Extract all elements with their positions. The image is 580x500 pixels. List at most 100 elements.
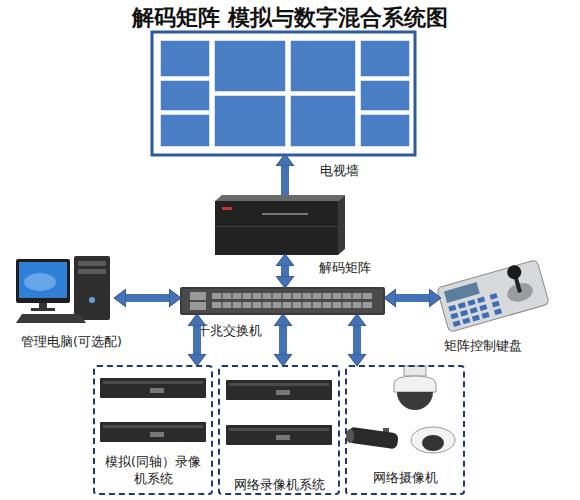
control-keyboard: 矩阵控制键盘	[440, 262, 545, 330]
video-wall-art-shape-shape	[160, 114, 210, 147]
nvr-art-shape	[276, 435, 290, 440]
pc-art-shape	[19, 262, 67, 298]
analog-recorder-art-shape	[103, 381, 203, 384]
video-wall-art-shape-shape	[290, 40, 356, 92]
camera-art	[346, 366, 455, 453]
nvr-art	[226, 380, 332, 445]
analog-recorder-art-shape	[103, 425, 203, 428]
video-wall-art-shape-shape	[160, 80, 210, 111]
management-pc: 管理电脑(可选配)	[15, 255, 115, 325]
switch-art-shape	[180, 287, 385, 315]
keyboard-art-shape-shape	[460, 310, 468, 317]
nvr-art-shape	[229, 383, 329, 386]
flow-arrow	[279, 326, 287, 354]
decoder-art-shape	[222, 207, 232, 210]
node-label: 解码矩阵	[319, 259, 399, 276]
node-label: 千兆交换机	[197, 322, 287, 339]
diagram-title: 解码矩阵 模拟与数字混合系统图	[0, 3, 580, 33]
analog-recorder-art-shape	[100, 422, 206, 442]
camera-art-shape	[397, 392, 433, 410]
decoder-art	[215, 195, 345, 255]
video-wall-art-shape-shape	[290, 95, 356, 147]
switch-art-shape	[182, 289, 383, 313]
keyboard-art-shape-shape	[479, 304, 487, 311]
camera-art-shape	[346, 429, 354, 443]
keyboard-art-shape	[444, 282, 480, 303]
keyboard-art-shape-shape	[472, 315, 480, 322]
node-label: 矩阵控制键盘	[444, 337, 544, 354]
video-wall: 电视墙	[152, 32, 415, 155]
camera-art-shape	[411, 427, 455, 453]
decoder-art-shape	[215, 195, 345, 201]
node-label: 电视墙	[320, 162, 390, 179]
video-wall-art	[152, 32, 415, 155]
keyboard-art-shape-shape	[458, 302, 466, 309]
video-wall-art-shape-shape	[160, 40, 210, 77]
switch-art-shape-shape	[222, 293, 362, 308]
video-wall-art-shape-shape	[214, 40, 286, 92]
decoder-art-shape	[215, 226, 338, 227]
pc-art-shape	[16, 259, 70, 303]
video-wall-art-shape-shape	[360, 40, 410, 77]
switch-art-shape-shape	[190, 292, 206, 300]
pc-art-shape	[74, 256, 110, 320]
pc-art-shape	[24, 273, 56, 291]
camera-art-shape	[404, 366, 426, 376]
switch-art-shape	[190, 292, 372, 310]
video-wall-art-shape	[160, 40, 410, 147]
node-label: 管理电脑(可选配)	[21, 333, 141, 350]
nvr-art-shape	[276, 390, 290, 395]
video-wall-art-shape-shape	[214, 95, 286, 147]
analog-recorder-art-shape	[100, 378, 206, 398]
camera-art-shape	[422, 435, 444, 451]
pc-art-shape	[78, 261, 106, 266]
keyboard-art-shape	[506, 264, 523, 281]
nvr-art-shape	[226, 380, 332, 400]
keyboard-art-shape-shape	[448, 305, 456, 312]
analog-recorder-group: 模拟(同轴）录像 机系统	[93, 365, 213, 495]
flow-arrow	[281, 166, 289, 195]
keyboard-art-shape-shape	[462, 317, 470, 324]
nvr-art-shape	[229, 428, 329, 431]
video-wall-art-shape	[152, 32, 415, 155]
gigabit-switch: 千兆交换机	[180, 287, 385, 315]
switch-art-shape	[222, 293, 362, 308]
decoder-art-shape	[215, 201, 338, 255]
analog-recorder-art	[100, 378, 206, 442]
keyboard-art-shape-shape	[492, 301, 500, 308]
switch-art	[180, 287, 385, 315]
node-label: 网络摄像机	[347, 469, 463, 486]
nvr-group: 网络录像机系统	[218, 365, 340, 495]
video-wall-art-shape-shape	[360, 80, 410, 111]
keyboard-art-shape-shape	[481, 312, 489, 319]
keyboard-art-shape-shape	[450, 313, 458, 320]
keyboard-art-shape-shape	[467, 299, 475, 306]
nvr-art-shape	[226, 425, 332, 445]
switch-art-shape-shape	[190, 302, 206, 310]
flow-arrow	[193, 326, 201, 354]
decoder-art-shape	[262, 213, 308, 215]
decoder-matrix: 解码矩阵	[215, 195, 345, 255]
pc-art-shape	[89, 297, 95, 303]
pc-art-shape	[16, 314, 86, 323]
pc-art	[16, 256, 110, 323]
keyboard-art-shape	[448, 293, 502, 327]
flow-arrow	[396, 294, 429, 302]
flow-arrow	[281, 266, 289, 276]
keyboard-art	[436, 259, 549, 333]
keyboard-art-shape-shape	[477, 297, 485, 304]
ip-camera-group: 网络摄像机	[345, 365, 465, 495]
pc-art-shape	[78, 269, 106, 274]
pc-art-shape	[31, 308, 55, 311]
analog-recorder-art-shape	[150, 432, 164, 437]
keyboard-art-shape	[437, 260, 550, 333]
flow-arrow	[353, 326, 361, 354]
camera-art-shape	[347, 427, 399, 450]
keyboard-art-shape-shape	[470, 307, 478, 314]
analog-recorder-art-shape	[150, 388, 164, 393]
keyboard-art-shape-shape	[494, 308, 502, 315]
